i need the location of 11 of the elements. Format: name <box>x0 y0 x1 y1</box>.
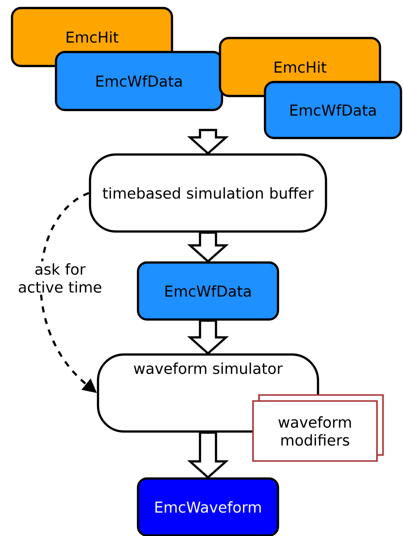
edge-label: ask for active time <box>8 261 112 295</box>
data-box: EmcWfData <box>54 50 224 112</box>
block-arrow <box>187 128 229 155</box>
stacked-box: waveform modifiers <box>252 394 384 462</box>
data-box: EmcWfData <box>136 261 280 321</box>
data-box: EmcWfData <box>264 80 402 140</box>
block-arrow <box>187 320 229 355</box>
output-box: EmcWaveform <box>136 477 280 536</box>
block-arrow <box>187 432 229 479</box>
process-box: timebased simulation buffer <box>88 153 328 233</box>
block-arrow <box>187 232 229 263</box>
